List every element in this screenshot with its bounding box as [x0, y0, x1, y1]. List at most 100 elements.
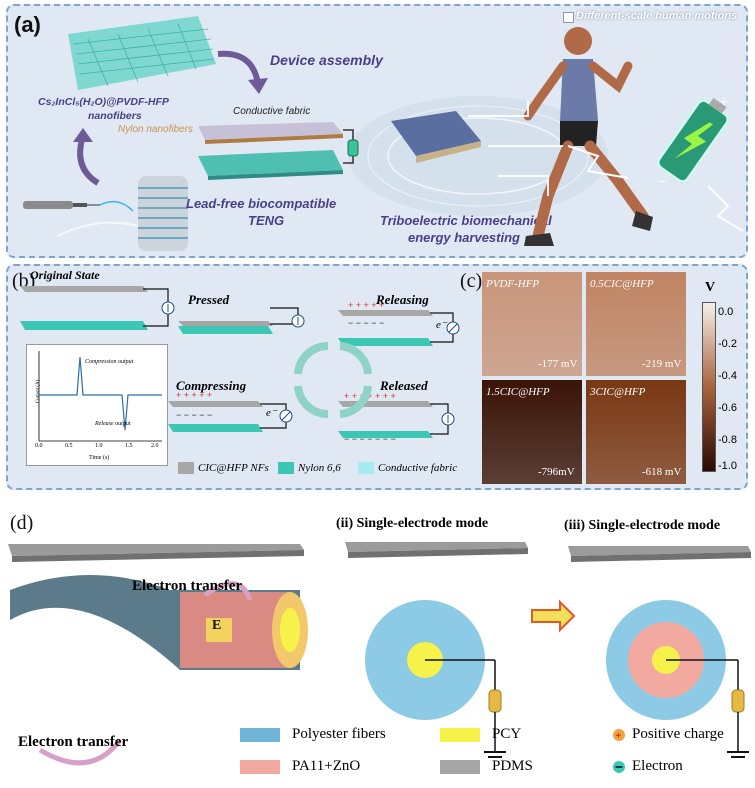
- legend-nylon-swatch: [278, 462, 294, 474]
- electron-icon: [613, 761, 625, 773]
- electron-symbol-releasing: e⁻: [436, 319, 447, 331]
- colorbar: [702, 302, 716, 472]
- kpfm-tile-3cic: [586, 380, 686, 484]
- legend-cic-swatch: [178, 462, 194, 474]
- lightning-icon: [567, 145, 744, 232]
- legend-cic-text: CIC@HFP NFs: [198, 462, 269, 474]
- svg-text:−: −: [658, 173, 666, 189]
- current-inset-chart: Compression output Release output Curren…: [26, 344, 168, 466]
- electron-symbol-compressing: e⁻: [266, 407, 277, 419]
- teng-device-image: [198, 122, 359, 180]
- legend-pcy-text: PCY: [492, 726, 522, 742]
- legend-polyester-text: Polyester fibers: [292, 726, 386, 742]
- svg-text:− − − − −: − − − − −: [176, 410, 212, 420]
- panel-d-label: (d): [10, 512, 34, 534]
- inset-xtick: 2.0: [151, 443, 159, 449]
- releasing-state-device: + + + + + − − − − −: [338, 300, 460, 346]
- teng-schematics: + + + + + − − − − − + + + + + − − − − − …: [20, 286, 460, 444]
- inset-xtick: 1.0: [95, 443, 103, 449]
- nylon-nanofibers-text: Nylon nanofibers: [118, 124, 194, 135]
- mode-ii-title: (ii) Single-electrode mode: [336, 516, 489, 531]
- positive-charge-icon: +: [613, 729, 625, 742]
- tile-value: -219 mV: [642, 358, 682, 370]
- legend-pa11-swatch: [240, 760, 280, 774]
- panel-bc: (b) Original State Pressed Releasing Com…: [6, 264, 748, 490]
- electron-transfer-bottom: Electron transfer: [18, 734, 129, 750]
- state-original-label: Original State: [30, 268, 100, 282]
- legend-square-icon: [563, 12, 574, 23]
- harvest-caption-line2: energy harvesting: [408, 230, 520, 245]
- compressing-state-device: + + + + + − − − − −: [168, 390, 293, 432]
- up-arrow-icon: [73, 128, 100, 186]
- colorbar-tick: -0.8: [718, 434, 737, 446]
- tile-name: 0.5CIC@HFP: [590, 278, 654, 290]
- release-output-text: Release output: [95, 421, 131, 427]
- svg-text:+ + + + +: + + + + +: [176, 390, 212, 400]
- svg-text:− − − − − − −: − − − − − − −: [344, 434, 396, 444]
- tile-name: 3CIC@HFP: [590, 386, 646, 398]
- svg-text:− − − − −: − − − − −: [348, 318, 384, 328]
- svg-text:+ + + + +: + + + + +: [348, 300, 384, 310]
- state-compressing-label: Compressing: [176, 378, 247, 393]
- panel-d-graphics: [8, 542, 751, 766]
- electron-transfer-top: Electron transfer: [132, 578, 243, 594]
- harvest-caption-line1: Triboelectric biomechanical: [380, 213, 552, 228]
- runner-image: [468, 27, 653, 246]
- state-pressed-label: Pressed: [188, 292, 230, 307]
- colorbar-tick: -1.0: [718, 460, 737, 472]
- kpfm-tile-15cic: [482, 380, 582, 484]
- colorbar-tick: -0.4: [718, 370, 737, 382]
- floor-tile-image: [391, 111, 481, 163]
- teng-caption-line1: Lead-free biocompatible: [186, 196, 337, 211]
- legend-fabric-text: Conductive fabric: [378, 462, 458, 474]
- pressed-state-device: [178, 307, 305, 334]
- mode-iii-title: (iii) Single-electrode mode: [564, 518, 721, 533]
- tile-value: -177 mV: [538, 358, 578, 370]
- tile-name: PVDF-HFP: [486, 278, 540, 290]
- colorbar-tick: -0.2: [718, 338, 737, 350]
- assembly-arrow-icon: [217, 50, 268, 94]
- teng-caption-line2: TENG: [248, 213, 285, 228]
- legend-positive-text: Positive charge: [632, 726, 724, 742]
- battery-icon: + −: [657, 93, 729, 189]
- panel-a: (a) Cs₂InCl₅(H₂O)@PVDF-HFP nanofibers: [6, 4, 748, 258]
- original-state-device: [20, 286, 175, 330]
- legend-pa11-text: PA11+ZnO: [292, 758, 361, 774]
- legend-pdms-text: PDMS: [492, 758, 533, 774]
- legend-pcy-swatch: [440, 728, 480, 742]
- electrospinning-image: [23, 176, 188, 251]
- legend-polyester-swatch: [240, 728, 280, 742]
- panel-c-label: (c): [460, 270, 483, 292]
- nanofiber-caption-line1: Cs₂InCl₅(H₂O)@PVDF-HFP: [38, 96, 169, 108]
- svg-text:+: +: [616, 731, 622, 742]
- svg-text:+: +: [720, 93, 728, 109]
- electric-field-label: E: [212, 618, 222, 633]
- inset-xlabel: Time (s): [89, 455, 110, 461]
- tile-name: 1.5CIC@HFP: [486, 386, 550, 398]
- kpfm-tile-05cic: [586, 272, 686, 376]
- inset-xtick: 1.5: [125, 443, 133, 449]
- compression-output-text: Compression output: [85, 359, 134, 365]
- device-assembly-text: Device assembly: [270, 52, 383, 68]
- colorbar-unit: V: [705, 280, 716, 295]
- conductive-fabric-text: Conductive fabric: [233, 106, 311, 117]
- tile-value: -618 mV: [642, 466, 682, 478]
- legend-nylon-text: Nylon 6,6: [298, 462, 341, 474]
- cycle-arrows-icon: [294, 341, 372, 419]
- state-releasing-label: Releasing: [376, 292, 429, 307]
- legend-pdms-swatch: [440, 760, 480, 774]
- tile-value: -796mV: [538, 466, 575, 478]
- state-released-label: Released: [380, 378, 428, 393]
- inset-xtick: 0.0: [35, 443, 43, 449]
- panel-a-label: (a): [14, 12, 41, 37]
- nanofiber-caption-line2: nanofibers: [88, 110, 142, 122]
- inset-ylabel: Current (A): [36, 379, 42, 404]
- legend-motions-text: Different-scale human motions: [576, 10, 738, 22]
- colorbar-tick: 0.0: [718, 306, 734, 318]
- released-state-device: + + + + + + + − − − − − − −: [338, 391, 455, 444]
- nanofiber-mat-image: [68, 16, 216, 90]
- kpfm-tile-pvdf: [482, 272, 582, 376]
- legend-electron-text: Electron: [632, 758, 683, 774]
- inset-xtick: 0.5: [65, 443, 73, 449]
- legend-fabric-swatch: [358, 462, 374, 474]
